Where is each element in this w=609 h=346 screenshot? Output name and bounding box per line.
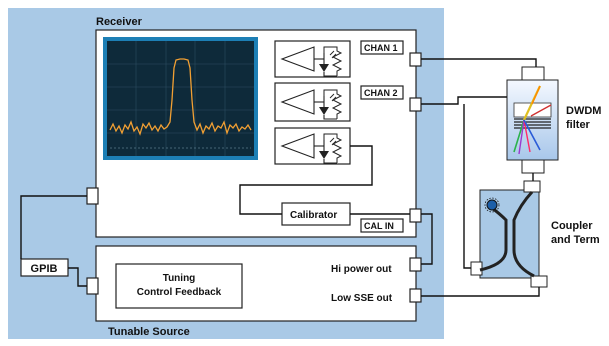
coupler-label-line1: Coupler: [551, 220, 593, 232]
source-gpib-port[interactable]: [86, 277, 99, 295]
spectrum-trace: [109, 58, 252, 136]
calibrator-wire-in: [239, 145, 373, 215]
hi-power-out-port[interactable]: [409, 257, 422, 272]
chan1-label: CHAN 1: [364, 43, 398, 53]
chan2-label: CHAN 2: [364, 88, 398, 98]
fiber-filter-to-coupler-side: [463, 104, 471, 269]
fiber-low-sse-to-coupler: [421, 287, 540, 297]
dwdm-label-line1: DWDM: [566, 105, 601, 117]
fiber-chan2-to-filter: [421, 96, 507, 105]
detector-module-3: [274, 127, 351, 165]
low-sse-out-port[interactable]: [409, 288, 422, 303]
tuning-label-line1: Tuning: [163, 273, 196, 284]
tuning-control-box: [115, 263, 243, 309]
dwdm-filter: [506, 66, 559, 174]
dwdm-label-line2: filter: [566, 119, 591, 131]
tuning-label-line2: Control Feedback: [137, 287, 222, 298]
chan1-label-box: [360, 40, 404, 55]
detector-module-1: [274, 40, 351, 78]
cal-in-label-box: [360, 218, 404, 233]
fiber-chan1-to-filter: [421, 58, 537, 67]
low-sse-out-label: Low SSE out: [331, 293, 393, 304]
receiver-gpib-port[interactable]: [86, 187, 99, 205]
gpib-wire-source: [68, 267, 87, 287]
cal-in-port[interactable]: [409, 208, 422, 223]
chan1-port[interactable]: [409, 52, 422, 67]
gpib-label: GPIB: [31, 263, 58, 275]
fiber-cal-in-loop: [421, 213, 433, 265]
receiver-label: Receiver: [96, 16, 143, 28]
coupler: [470, 180, 548, 288]
chan2-label-box: [360, 85, 404, 100]
chan2-port[interactable]: [409, 97, 422, 112]
coupler-label-line2: and Term: [551, 234, 600, 246]
gpib-wire-receiver: [20, 195, 87, 259]
calibrator-label: Calibrator: [290, 210, 337, 221]
cal-in-label: CAL IN: [364, 221, 394, 231]
tunable-source-label: Tunable Source: [108, 326, 190, 338]
hi-power-out-label: Hi power out: [331, 264, 392, 275]
coupler-termination-icon: [486, 199, 498, 211]
spectrum-screen: [107, 41, 254, 156]
detector-module-2: [274, 82, 351, 122]
screen-grid: [107, 41, 254, 156]
